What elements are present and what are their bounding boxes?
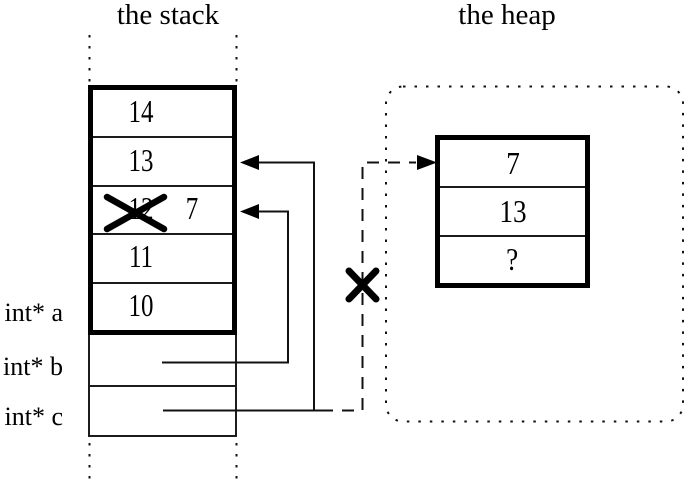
heap-cell-13: 13: [440, 188, 585, 237]
arrowhead-icon: [240, 204, 259, 219]
stack-cell-value: 13: [128, 141, 154, 178]
dangling-heap-pointer-wire: [321, 161, 416, 412]
arrowhead-icon: [240, 155, 259, 170]
stack-cell-10: 10: [93, 284, 232, 330]
arrowhead-icon: [417, 155, 437, 170]
heap-region-title: the heap: [458, 0, 556, 31]
pointer-b-cell: [90, 335, 235, 387]
stack-cell-value: 10: [128, 286, 154, 323]
heap-cell-value: 7: [505, 144, 520, 181]
label-int-a: int* a: [4, 298, 64, 327]
stack-cell-value: 14: [128, 93, 154, 130]
invalid-pointer-x-icon: [345, 267, 380, 303]
heap-cell-value: ?: [506, 241, 519, 278]
stack-cell-14: 14: [93, 90, 232, 139]
stack-cell-new-value: 7: [185, 190, 199, 227]
stack-region-title: the stack: [116, 0, 220, 31]
stack-frame-box: 14 13 12 7 11 10: [88, 85, 237, 335]
label-int-b: int* b: [3, 352, 63, 381]
heap-cell-value: 13: [498, 192, 527, 229]
stack-cell-11: 11: [93, 235, 232, 284]
label-int-c: int* c: [4, 402, 64, 431]
pointer-c-cell: [90, 387, 235, 435]
heap-cell-7: 7: [440, 140, 585, 189]
stack-cell-old-value: 12: [128, 190, 154, 227]
pointer-variable-cells: [88, 335, 237, 437]
heap-cell-unknown: ?: [440, 237, 585, 283]
stack-cell-value: 11: [128, 238, 154, 275]
stack-cell-13: 13: [93, 138, 232, 187]
stack-cell-overwritten: 12 7: [93, 187, 232, 236]
heap-object-box: 7 13 ?: [435, 135, 590, 288]
